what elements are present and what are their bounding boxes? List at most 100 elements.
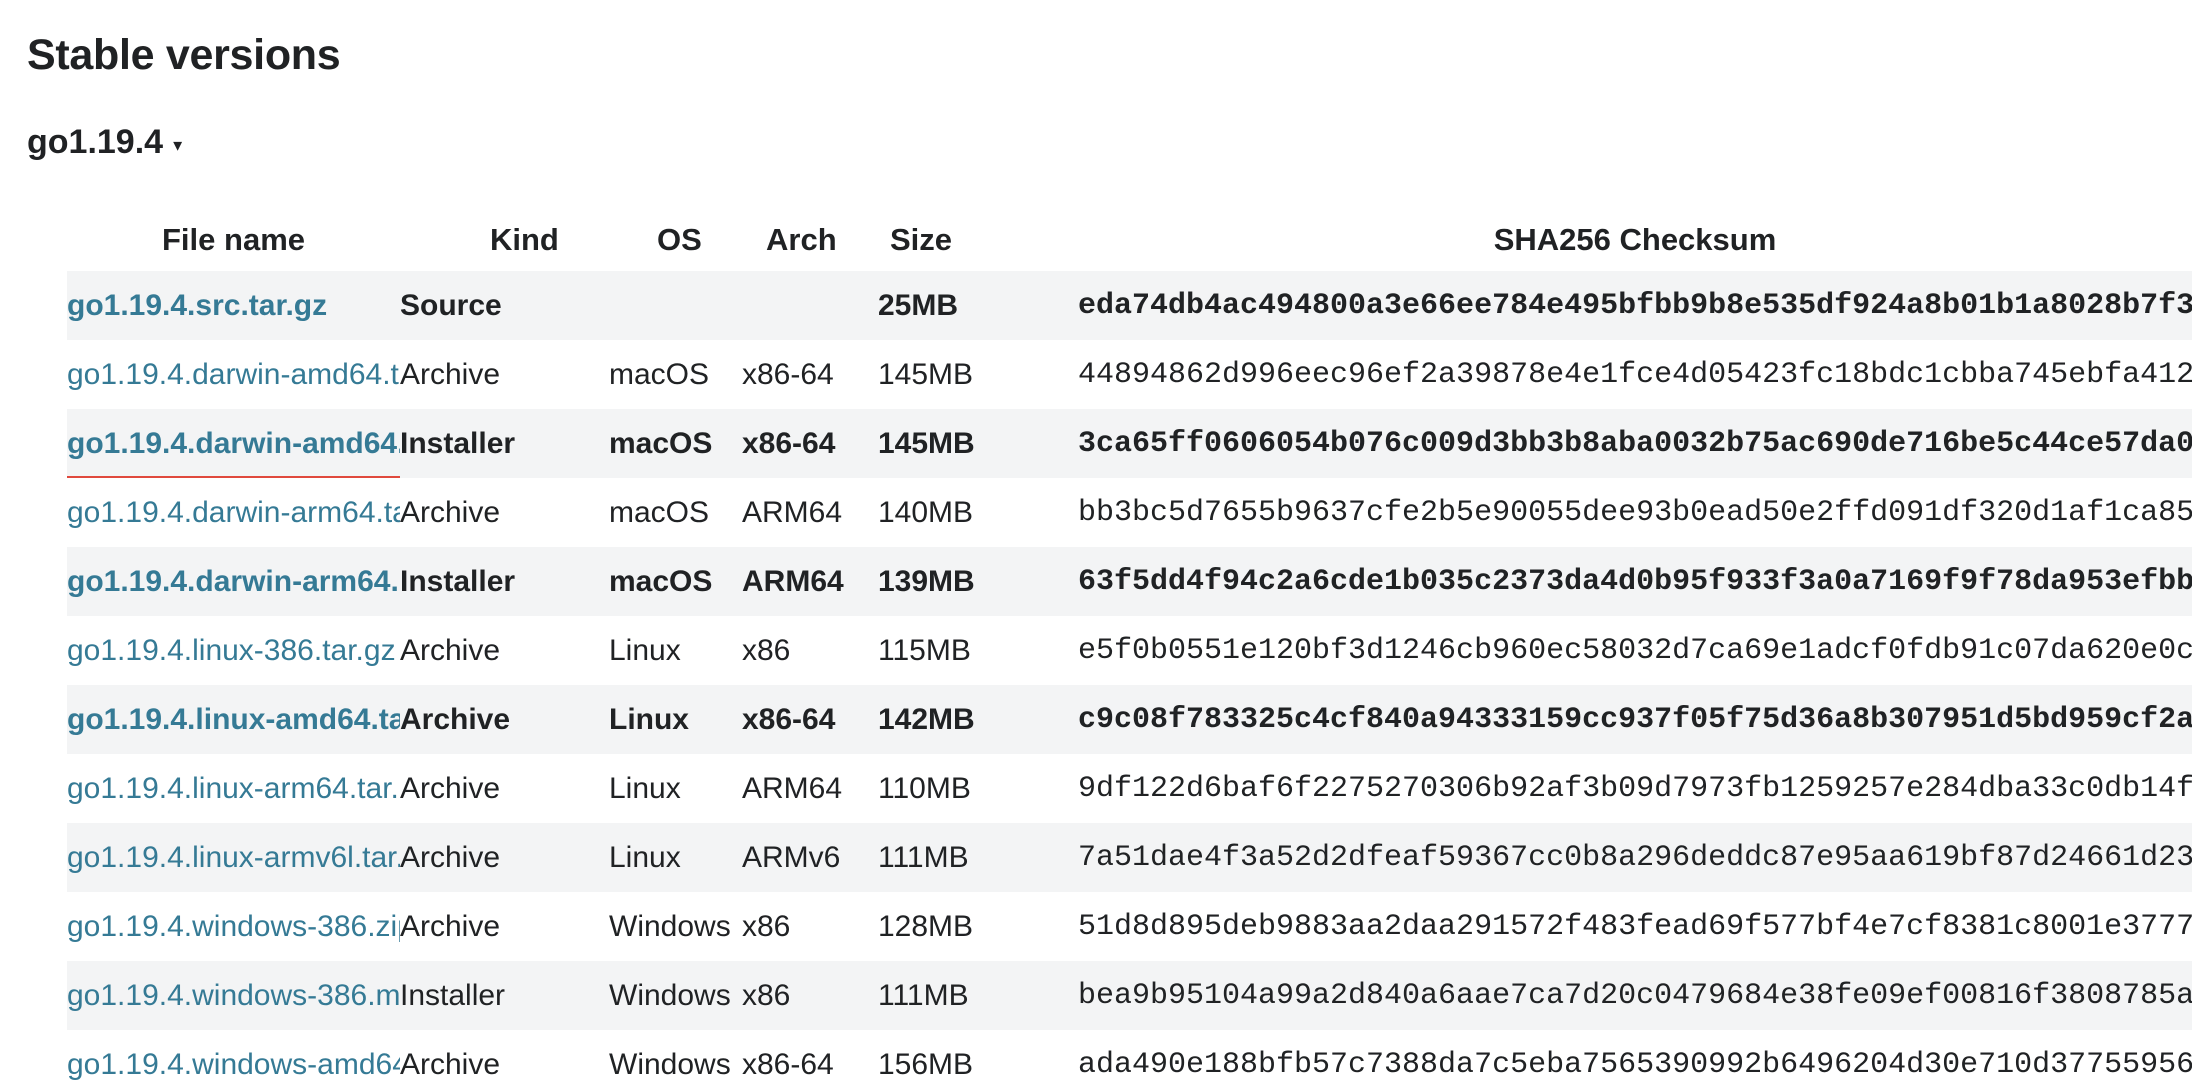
arch-cell: ARM64 [742,771,843,805]
download-link-label: go1.19.4.linux-arm64.tar.gz [67,771,400,805]
download-link[interactable]: go1.19.4.linux-arm64.tar.gz [67,772,400,806]
checksum-cell: 44894862d996eec96ef2a39878e4e1fce4d05423… [1078,357,2192,392]
kind-cell: Installer [400,961,609,1030]
download-link[interactable]: go1.19.4.windows-386.zip [67,910,400,944]
size-cell: 25MB [878,271,1078,340]
download-link[interactable]: go1.19.4.windows-386.msi [67,979,400,1013]
section-title: Stable versions [27,31,341,79]
kind-cell: Archive [400,909,501,943]
download-link-label: go1.19.4.darwin-amd64.tar.gz [67,357,400,391]
file-name-cell: go1.19.4.darwin-arm64.tar.gz [67,478,400,547]
version-toggle[interactable]: go1.19.4 ▾ [27,122,182,163]
download-link-label: go1.19.4.darwin-amd64.pkg [67,426,400,460]
download-link[interactable]: go1.19.4.darwin-arm64.tar.gz [67,496,400,530]
download-link[interactable]: go1.19.4.darwin-arm64.pkg [67,565,400,599]
download-link-label: go1.19.4.darwin-arm64.tar.gz [67,495,400,529]
checksum-cell: 9df122d6baf6f2275270306b92af3b09d7973fb1… [1078,771,2192,806]
size-cell: 111MB [878,823,1078,892]
arch-cell: x86-64 [742,357,834,391]
file-name-cell: go1.19.4.windows-amd64.zip [67,1030,400,1088]
download-link-label: go1.19.4.windows-amd64.zip [67,1047,400,1081]
table-row: go1.19.4.darwin-arm64.pkgInstallermacOSA… [67,547,2192,616]
file-name-cell: go1.19.4.windows-386.zip [67,892,400,961]
kind-cell: Archive [400,633,501,667]
arch-cell: x86-64 [742,409,878,478]
table-row: go1.19.4.darwin-amd64.pkgInstallermacOSx… [67,409,2192,478]
file-name-cell: go1.19.4.linux-amd64.tar.gz [67,685,400,754]
file-name-cell: go1.19.4.linux-arm64.tar.gz [67,754,400,823]
size-cell: 145MB [878,409,1078,478]
size-cell: 139MB [878,547,1078,616]
download-link-label: go1.19.4.linux-armv6l.tar.gz [67,840,400,874]
kind-cell: Source [400,271,609,340]
download-link[interactable]: go1.19.4.darwin-amd64.pkg [67,409,400,478]
checksum-cell: bb3bc5d7655b9637cfe2b5e90055dee93b0ead50… [1078,495,2192,530]
os-cell: Windows [609,1047,731,1081]
table-header-row: File name Kind OS Arch Size SHA256 Check… [67,209,2192,271]
download-link[interactable]: go1.19.4.linux-386.tar.gz [67,634,396,668]
size-cell: 128MB [878,909,974,943]
checksum-cell: bea9b95104a99a2d840a6aae7ca7d20c0479684e… [1078,961,2192,1030]
checksum-cell: ada490e188bfb57c7388da7c5eba7565390992b6… [1078,1047,2192,1082]
os-cell: macOS [609,409,742,478]
download-link-label: go1.19.4.windows-386.zip [67,909,400,943]
download-link[interactable]: go1.19.4.linux-armv6l.tar.gz [67,841,400,875]
download-link-label: go1.19.4.linux-amd64.tar.gz [67,702,400,736]
kind-cell: Archive [400,495,501,529]
download-link-label: go1.19.4.src.tar.gz [67,288,328,322]
download-link[interactable]: go1.19.4.linux-amd64.tar.gz [67,703,400,737]
caret-down-icon: ▾ [173,134,183,155]
arch-cell: ARM64 [742,547,878,616]
arch-cell [742,271,878,340]
arch-cell: x86 [742,909,791,943]
os-cell: macOS [609,495,710,529]
arch-cell: ARM64 [742,495,843,529]
column-header-filename: File name [162,222,305,257]
os-cell [609,271,742,340]
downloads-table: File name Kind OS Arch Size SHA256 Check… [67,209,2192,1088]
table-row: go1.19.4.windows-amd64.zipArchiveWindows… [67,1030,2192,1088]
kind-cell: Installer [400,409,609,478]
arch-cell: x86 [742,633,791,667]
size-cell: 110MB [878,771,971,805]
os-cell: Linux [609,633,681,667]
kind-cell: Archive [400,771,501,805]
column-header-arch: Arch [766,222,837,257]
checksum-cell: 3ca65ff0606054b076c009d3bb3b8aba0032b75a… [1078,409,2192,478]
checksum-cell: 63f5dd4f94c2a6cde1b035c2373da4d0b95f933f… [1078,547,2192,616]
size-cell: 111MB [878,961,1078,1030]
os-cell: Windows [609,961,742,1030]
os-cell: macOS [609,357,710,391]
kind-cell: Archive [400,823,609,892]
os-cell: Windows [609,909,731,943]
file-name-cell: go1.19.4.linux-386.tar.gz [67,616,400,685]
column-header-checksum: SHA256 Checksum [1493,222,1777,257]
checksum-cell: c9c08f783325c4cf840a94333159cc937f05f75d… [1078,685,2192,754]
table-row: go1.19.4.linux-amd64.tar.gzArchiveLinuxx… [67,685,2192,754]
size-cell: 115MB [878,633,971,667]
download-link[interactable]: go1.19.4.darwin-amd64.tar.gz [67,358,400,392]
file-name-cell: go1.19.4.linux-armv6l.tar.gz [67,823,400,892]
os-cell: Linux [609,685,742,754]
os-cell: Linux [609,823,742,892]
size-cell: 142MB [878,685,1078,754]
size-cell: 145MB [878,357,974,391]
checksum-cell: 7a51dae4f3a52d2dfeaf59367cc0b8a296deddc8… [1078,823,2192,892]
column-header-os: OS [657,222,702,257]
os-cell: Linux [609,771,681,805]
kind-cell: Installer [400,547,609,616]
size-cell: 156MB [878,1047,974,1081]
kind-cell: Archive [400,357,501,391]
download-link[interactable]: go1.19.4.src.tar.gz [67,289,327,323]
arch-cell: ARMv6 [742,823,878,892]
download-link-label: go1.19.4.darwin-arm64.pkg [67,564,400,598]
download-link[interactable]: go1.19.4.windows-amd64.zip [67,1048,400,1082]
download-link-label: go1.19.4.windows-386.msi [67,978,400,1012]
